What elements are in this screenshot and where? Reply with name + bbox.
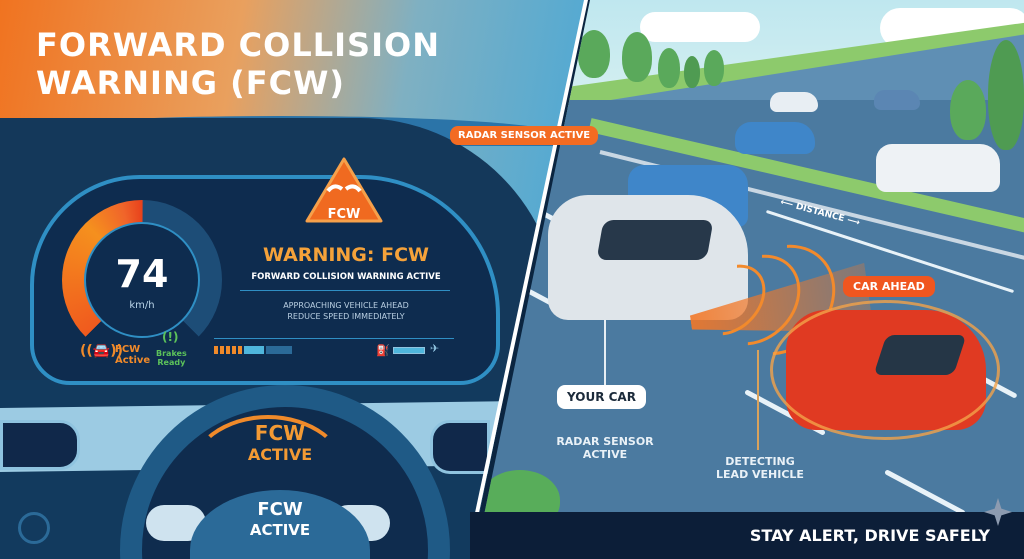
page-title: FORWARD COLLISION WARNING (FCW) [36, 26, 440, 102]
hub-fcw-line2: ACTIVE [249, 521, 311, 539]
your-car-label: YOUR CAR [557, 385, 646, 409]
steering-fcw-line2: ACTIVE [247, 445, 313, 464]
title-line1: FORWARD COLLISION [36, 26, 440, 64]
tree [684, 56, 700, 88]
tree [622, 32, 652, 82]
your-car-pointer [604, 320, 606, 386]
speedometer-center [84, 222, 200, 338]
brake-warning-icon: (!) [162, 330, 179, 344]
left-air-vent [0, 420, 80, 470]
glow-arc [188, 415, 348, 535]
tree [578, 30, 610, 78]
warning-icon-label: FCW [327, 207, 361, 222]
warning-detail-line1: APPROACHING VEHICLE AHEAD [283, 301, 409, 310]
detecting-line2: LEAD VEHICLE [716, 468, 804, 481]
suv-windshield [596, 220, 714, 260]
right-air-vent [430, 420, 490, 474]
warning-detail-line2: REDUCE SPEED IMMEDIATELY [287, 312, 405, 321]
fuel-gauge [393, 347, 425, 354]
tree [704, 50, 724, 86]
brakes-ready-indicator: Brakes Ready [156, 349, 187, 367]
warning-detail: APPROACHING VEHICLE AHEAD REDUCE SPEED I… [236, 300, 456, 322]
distant-car [874, 90, 920, 110]
fcw-radar-car-icon: ((🚘)) [80, 343, 124, 359]
fuel-icon: ⛽ [376, 344, 390, 357]
divider [240, 290, 450, 291]
footer-slogan: STAY ALERT, DRIVE SAFELY [749, 526, 990, 545]
tree [658, 48, 680, 88]
detection-ring [770, 300, 1000, 440]
brakes-line2: Ready [157, 358, 186, 367]
radar-sensor-line2: ACTIVE [582, 448, 628, 461]
warning-heading: WARNING: FCW [263, 244, 429, 266]
fcw-indicator-line1: FCW [115, 344, 141, 355]
warning-subheading: FORWARD COLLISION WARNING ACTIVE [251, 272, 441, 282]
cloud [640, 12, 760, 42]
blue-car [735, 122, 815, 154]
hub-fcw-status: FCW ACTIVE [210, 500, 350, 540]
level-bar [214, 346, 292, 354]
steering-fcw-line1: FCW [254, 421, 306, 445]
detecting-caption: DETECTING LEAD VEHICLE [700, 455, 820, 481]
plane-icon: ✈ [430, 342, 440, 355]
radar-sensor-line1: RADAR SENSOR [556, 435, 654, 448]
tree [988, 40, 1024, 150]
distant-car [770, 92, 818, 112]
speed-unit: km/h [129, 300, 155, 311]
detecting-line1: DETECTING [725, 455, 795, 468]
speed-value: 74 [115, 252, 169, 296]
collision-warning-triangle-icon [305, 157, 383, 223]
fcw-active-indicator: FCW Active [115, 344, 150, 366]
radar-sensor-caption: RADAR SENSOR ACTIVE [540, 435, 670, 461]
brakes-line1: Brakes [156, 349, 187, 358]
steering-fcw-status: FCW ACTIVE [220, 422, 340, 466]
fcw-indicator-line2: Active [115, 355, 151, 366]
knob[interactable] [18, 512, 50, 544]
hub-fcw-line1: FCW [257, 499, 303, 520]
title-line2: WARNING (FCW) [36, 64, 346, 102]
car-ahead-label: CAR AHEAD [843, 276, 935, 297]
footer-bar [470, 512, 1024, 559]
white-car [876, 144, 1000, 192]
tree [950, 80, 986, 140]
radar-sensor-pill: RADAR SENSOR ACTIVE [450, 126, 599, 145]
divider [214, 338, 454, 339]
detect-pointer [757, 350, 759, 450]
